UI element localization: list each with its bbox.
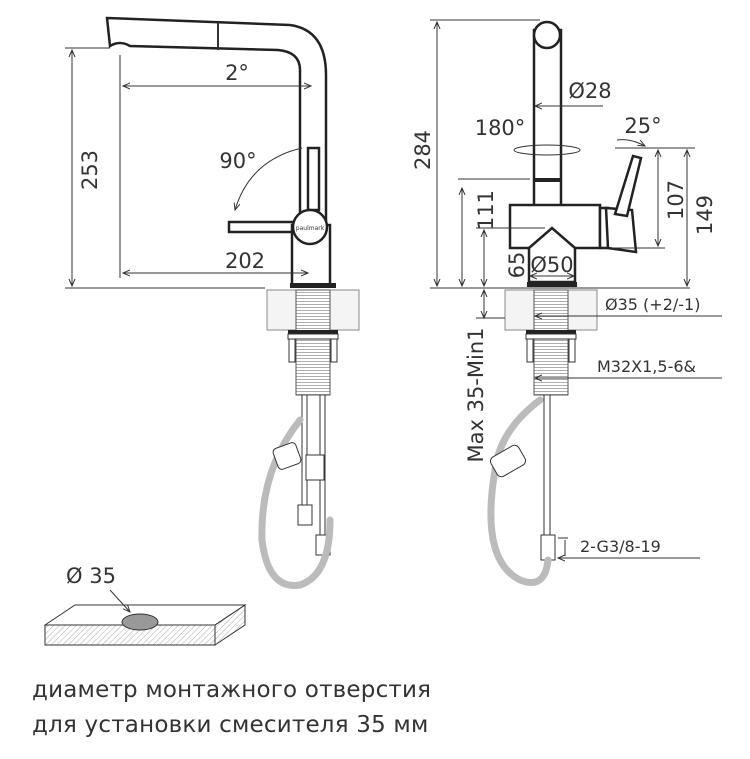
dim-180-deg: 180°: [475, 116, 526, 140]
faucet-front-body: [508, 20, 643, 287]
front-view: 284 Ø28 180° 111 65 Ø50 107 149 25° Ø35 …: [411, 19, 722, 586]
dim-countertop-thickness: Max 35-Min1: [464, 327, 488, 462]
mounting-hole: [121, 613, 159, 631]
dim-111: 111: [474, 190, 498, 230]
dim-diameter-28: Ø28: [568, 79, 611, 103]
dim-25-deg: 25°: [624, 114, 661, 138]
side-view: paulmark 253 2° 202: [65, 16, 360, 589]
dim-90-deg: 90°: [219, 149, 256, 173]
caption-line-2: для установки смесителя 35 мм: [32, 712, 429, 738]
dim-hole-diameter: Ø35 (+2/-1): [605, 295, 700, 314]
dim-2-deg: 2°: [225, 61, 249, 85]
dim-202: 202: [225, 249, 265, 273]
dim-65: 65: [505, 252, 529, 279]
dim-hose-connection: 2-G3/8-19: [580, 537, 661, 556]
faucet-side-body: paulmark: [105, 16, 336, 288]
front-dimensions: 284 Ø28 180° 111 65 Ø50 107 149 25° Ø35 …: [411, 19, 722, 558]
thread-shank: [295, 289, 331, 396]
side-dimensions: 253 2° 202 90°: [65, 47, 311, 289]
side-hoses: [258, 395, 334, 589]
dim-diameter-50: Ø50: [530, 253, 573, 277]
dim-thread: M32X1,5-6&: [597, 357, 696, 376]
dim-284: 284: [411, 130, 435, 170]
dim-107: 107: [664, 180, 688, 220]
dim-253: 253: [78, 150, 102, 190]
caption-line-1: диаметр монтажного отверстия: [32, 677, 432, 703]
hole-detail: Ø 35: [43, 564, 247, 646]
dim-149: 149: [693, 195, 717, 235]
logo: paulmark: [296, 225, 325, 232]
hole-diameter-label: Ø 35: [66, 564, 116, 588]
front-hoses: [487, 395, 556, 586]
